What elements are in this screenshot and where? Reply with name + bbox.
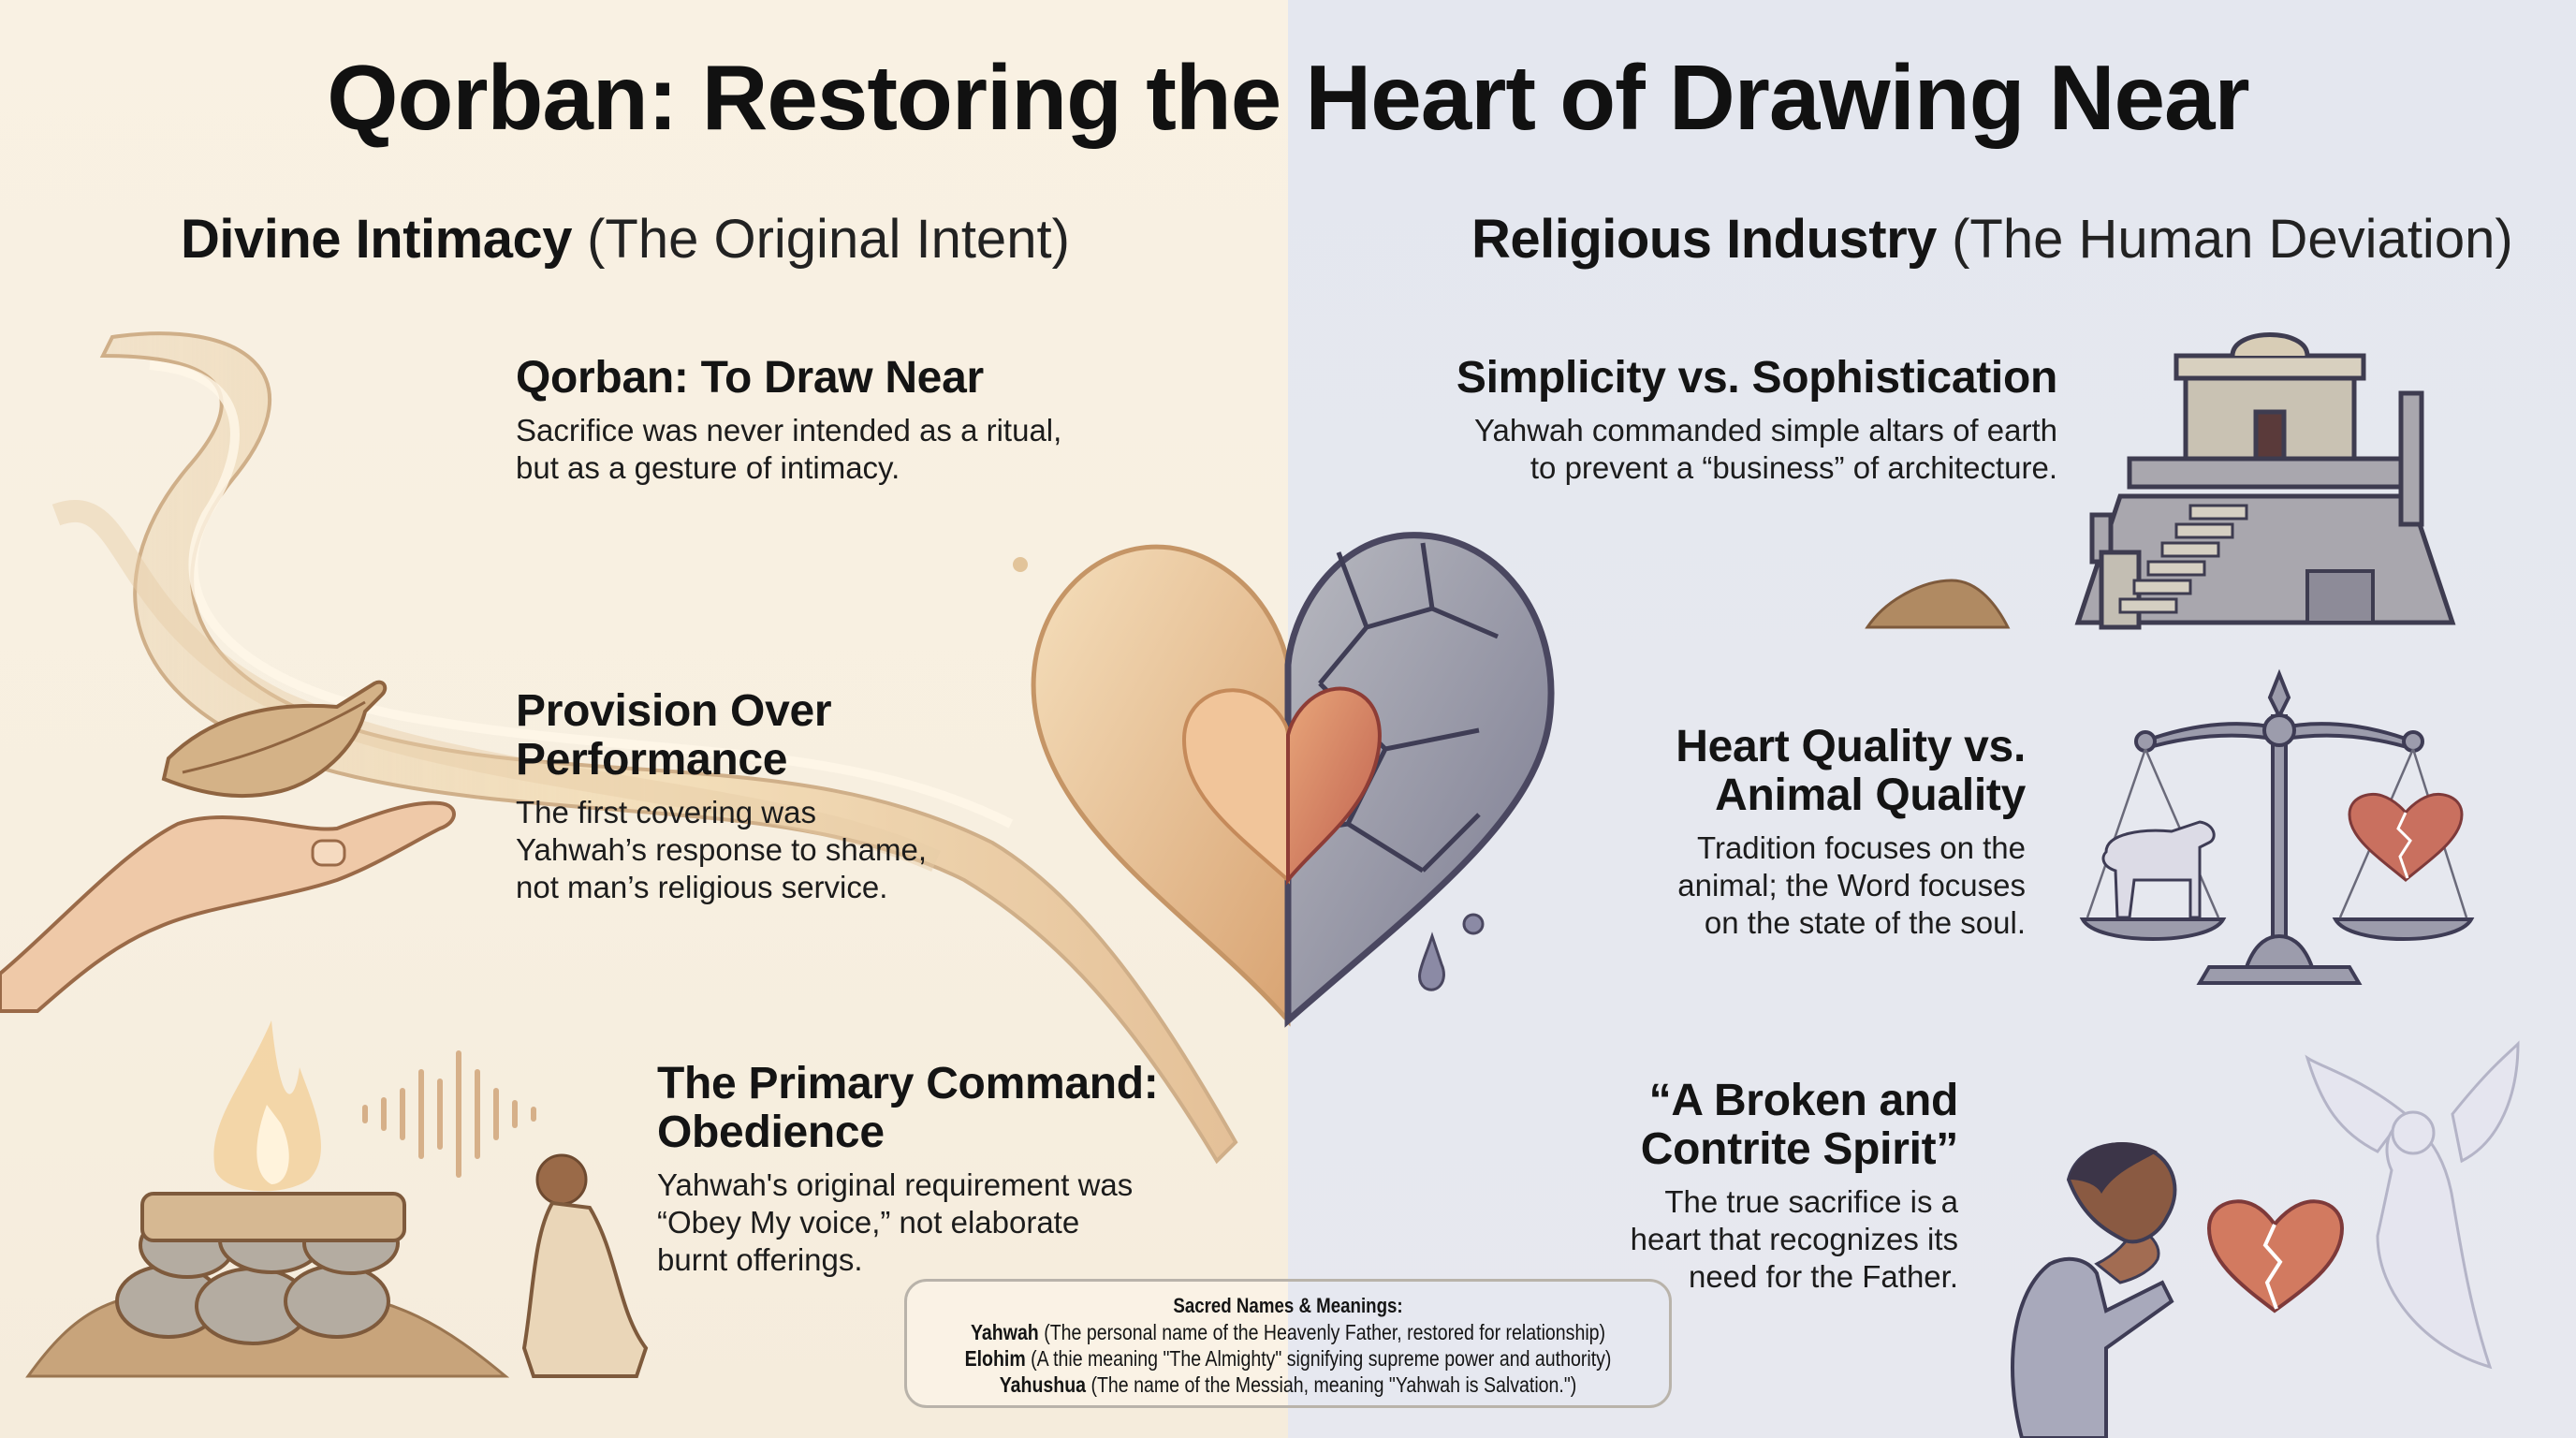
body-line: to prevent a “business” of architecture.: [1530, 450, 2057, 485]
body-line: not man’s religious service.: [516, 870, 888, 904]
body-line: Yahwah’s response to shame,: [516, 832, 928, 867]
sacred-name-meaning: (The personal name of the Heavenly Fathe…: [1044, 1320, 1606, 1344]
body-line: heart that recognizes its: [1630, 1222, 1958, 1256]
title-line: Contrite Spirit”: [1640, 1124, 1959, 1174]
left-block-qorban: Qorban: To Draw Near Sacrifice was never…: [516, 354, 1061, 487]
right-subheading-label: (The Human Deviation): [1952, 209, 2513, 270]
sacred-names-title: Sacred Names & Meanings:: [1173, 1294, 1403, 1317]
block-title: Qorban: To Draw Near: [516, 353, 984, 403]
body-line: but as a gesture of intimacy.: [516, 450, 900, 485]
title-line: Obedience: [657, 1108, 885, 1157]
body-line: burnt offerings.: [657, 1242, 863, 1277]
body-line: Yahwah commanded simple altars of earth: [1473, 413, 2057, 448]
block-body: Tradition focuses on the animal; the Wor…: [1676, 829, 2026, 942]
sacred-name-entry: Elohim (A thie meaning "The Almighty" si…: [964, 1345, 1612, 1372]
right-section-heading: Religious Industry (The Human Deviation): [1471, 208, 2513, 271]
sacred-name-meaning: (The name of the Messiah, meaning "Yahwa…: [1090, 1372, 1577, 1397]
body-line: animal; the Word focuses: [1677, 868, 2026, 902]
left-block-obedience: The Primary Command: Obedience Yahwah's …: [657, 1059, 1159, 1279]
body-line: Sacrifice was never intended as a ritual…: [516, 413, 1062, 448]
block-body: Yahwah commanded simple altars of earth …: [1456, 412, 2057, 487]
block-title: “A Broken and Contrite Spirit”: [1631, 1076, 1959, 1174]
left-block-provision: Provision Over Performance The first cov…: [516, 687, 927, 906]
temple-architecture-icon: [1865, 332, 2456, 630]
sacred-name-entry: Yahwah (The personal name of the Heavenl…: [964, 1319, 1612, 1345]
body-line: The true sacrifice is a: [1664, 1184, 1958, 1219]
left-section-heading: Divine Intimacy (The Original Intent): [181, 208, 1070, 271]
block-body: The true sacrifice is a heart that recog…: [1631, 1183, 1958, 1296]
body-line: Yahwah's original requirement was: [657, 1167, 1134, 1202]
hand-with-leaf-icon: [0, 680, 456, 1013]
page-title: Qorban: Restoring the Heart of Drawing N…: [327, 46, 2249, 149]
right-block-heart-quality: Heart Quality vs. Animal Quality Traditi…: [1676, 723, 2026, 942]
block-title: The Primary Command: Obedience: [657, 1059, 1159, 1157]
body-line: Tradition focuses on the: [1697, 830, 2026, 865]
title-line: Provision Over: [516, 686, 832, 736]
sacred-name: Yahushua: [999, 1372, 1087, 1397]
earth-altar-with-fire-and-kneeling-man-icon: [25, 1020, 649, 1378]
praying-man-broken-heart-angel-icon: [2011, 1040, 2520, 1438]
block-title: Provision Over Performance: [516, 687, 927, 785]
sacred-name-meaning: (A thie meaning "The Almighty" signifyin…: [1031, 1346, 1612, 1371]
block-title: Simplicity vs. Sophistication: [1456, 353, 2057, 403]
sacred-name: Yahwah: [970, 1320, 1039, 1344]
title-line: Performance: [516, 735, 788, 785]
title-line: “A Broken and: [1648, 1076, 1959, 1125]
sacred-name: Elohim: [964, 1346, 1026, 1371]
half-flowing-half-stone-heart-icon: [1031, 532, 1555, 1028]
body-line: need for the Father.: [1688, 1259, 1958, 1294]
body-line: The first covering was: [516, 795, 816, 829]
sacred-name-entry: Yahushua (The name of the Messiah, meani…: [964, 1372, 1612, 1398]
block-body: The first covering was Yahwah’s response…: [516, 794, 927, 906]
right-block-contrite-spirit: “A Broken and Contrite Spirit” The true …: [1631, 1076, 1959, 1296]
block-body: Yahwah's original requirement was “Obey …: [657, 1167, 1158, 1279]
title-line: Animal Quality: [1715, 770, 2026, 820]
body-line: “Obey My voice,” not elaborate: [657, 1205, 1080, 1240]
block-body: Sacrifice was never intended as a ritual…: [516, 412, 1061, 487]
sacred-names-box: Sacred Names & Meanings: Yahwah (The per…: [904, 1279, 1672, 1408]
right-heading-label: Religious Industry: [1471, 209, 1937, 270]
title-line: The Primary Command:: [657, 1059, 1159, 1108]
left-heading-label: Divine Intimacy: [181, 209, 572, 270]
title-line: Heart Quality vs.: [1676, 722, 2026, 771]
balance-scale-lamb-heart-icon: [2079, 668, 2475, 985]
block-title: Heart Quality vs. Animal Quality: [1676, 723, 2026, 820]
right-block-simplicity: Simplicity vs. Sophistication Yahwah com…: [1456, 354, 2057, 487]
body-line: on the state of the soul.: [1704, 905, 2026, 940]
left-subheading-label: (The Original Intent): [587, 209, 1070, 270]
